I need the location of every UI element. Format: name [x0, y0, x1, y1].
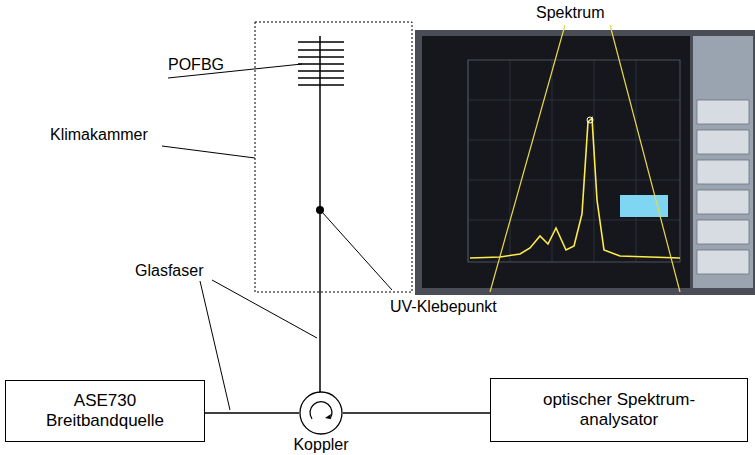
spectrum-label: Spektrum	[536, 4, 604, 22]
fiber-bragg-grating	[298, 42, 344, 85]
analyzer-box: optischer Spektrum- analysator	[490, 378, 748, 442]
box-text: optischer Spektrum- analysator	[519, 390, 719, 431]
node-label: Koppler	[293, 436, 348, 454]
fiber-connector	[205, 413, 299, 414]
coupler-symbol	[299, 391, 343, 435]
coupler-circle: Koppler	[299, 391, 343, 435]
fiber	[319, 36, 321, 393]
part-label: Glasfaser	[135, 262, 203, 280]
part-label: POFBG	[168, 56, 224, 74]
climate-chamber-outline	[255, 22, 412, 292]
spectrum-photo	[415, 25, 755, 295]
box-text: ASE730 Breitbandquelle	[25, 391, 185, 432]
part-label: Klimakammer	[50, 126, 148, 144]
source-box: ASE730 Breitbandquelle	[5, 380, 205, 442]
fiber-connector	[343, 413, 490, 414]
part-label: UV-Klebepunkt	[390, 298, 497, 316]
leader-lines	[162, 64, 392, 410]
